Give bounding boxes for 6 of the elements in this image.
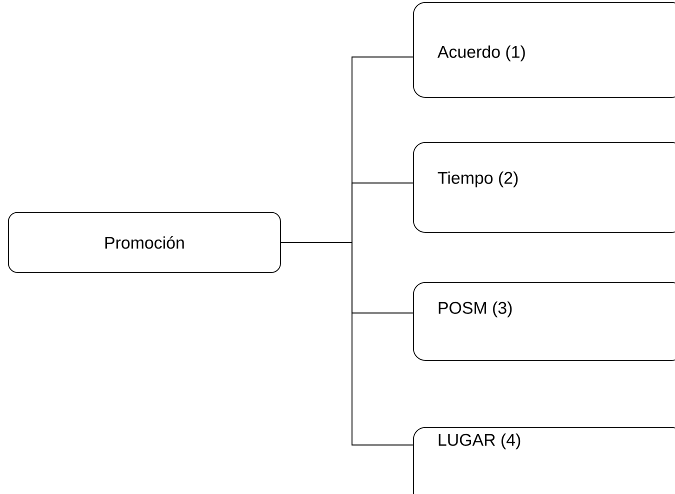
process-box: Tiempo (2) bbox=[413, 142, 675, 233]
process-box: Promoción bbox=[8, 212, 281, 273]
connector bbox=[280, 242, 414, 446]
process-box: LUGAR (4) bbox=[413, 427, 675, 494]
process-box: Acuerdo (1) bbox=[413, 2, 675, 98]
process-box: POSM (3) bbox=[413, 282, 675, 361]
